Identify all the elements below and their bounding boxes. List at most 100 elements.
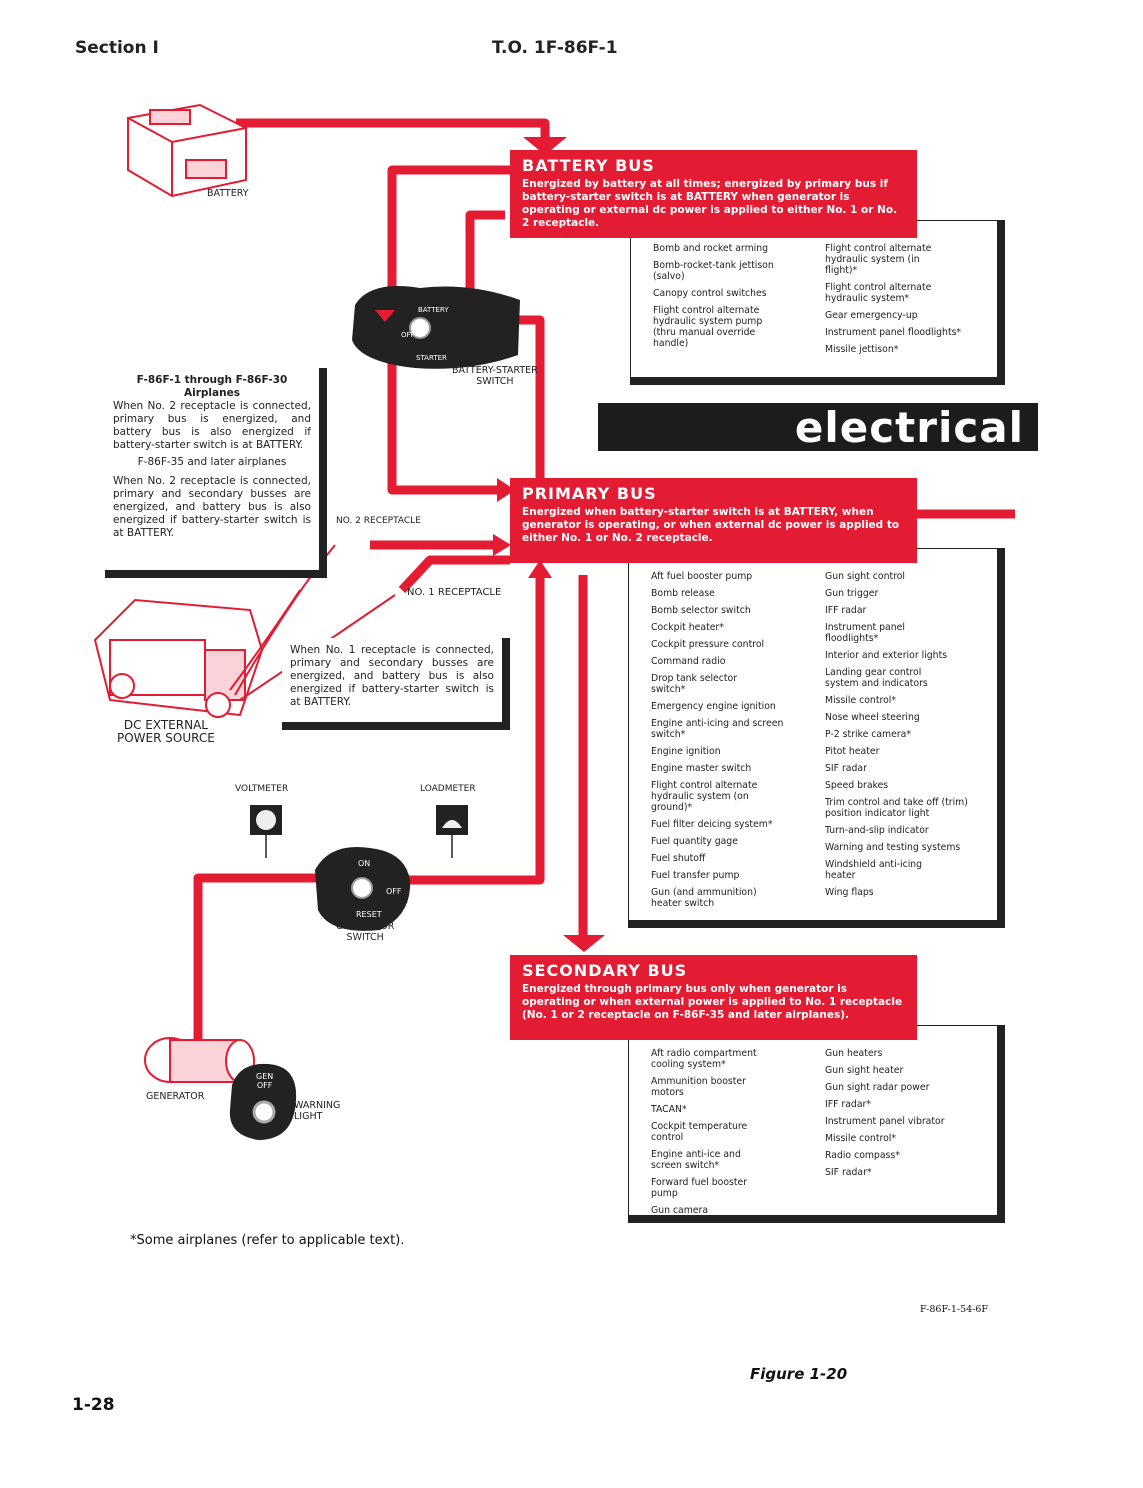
list-item: IFF radar <box>825 605 867 616</box>
list-item: Gun (and ammunition) heater switch <box>651 887 757 909</box>
list-item: Bomb-rocket-tank jettison (salvo) <box>653 260 774 282</box>
list-item: Ammunition booster motors <box>651 1076 746 1098</box>
loadmeter-label: LOADMETER <box>420 784 476 794</box>
list-item: Cockpit temperature control <box>651 1121 748 1143</box>
generator-wire <box>193 873 320 1045</box>
arrow-battery-bus <box>523 137 567 155</box>
no1-receptacle-label: NO. 1 RECEPTACLE <box>407 587 502 598</box>
list-item: Emergency engine ignition <box>651 701 776 712</box>
list-item: Pitot heater <box>825 746 880 757</box>
list-item: Gun heaters <box>825 1048 883 1059</box>
secondary-bus-description: Energized through primary bus only when … <box>522 983 903 1021</box>
list-item: Gun trigger <box>825 588 879 599</box>
list-item: Wing flaps <box>825 887 874 898</box>
list-item: Flight control alternate hydraulic syste… <box>653 305 763 349</box>
list-item: Turn-and-slip indicator <box>825 825 929 836</box>
battery-bus-box: BATTERY BUS Energized by battery at all … <box>510 150 917 238</box>
list-item: Flight control alternate hydraulic syste… <box>651 780 758 813</box>
list-item: Bomb and rocket arming <box>653 243 769 254</box>
list-item: Gun camera <box>651 1205 709 1216</box>
gs-on-label: ON <box>358 859 371 868</box>
note-heading-late: F-86F-35 and later airplanes <box>137 456 287 468</box>
electrical-banner-text: electrical <box>794 403 1024 452</box>
list-item: SIF radar <box>825 763 867 774</box>
battery-icon <box>127 103 247 198</box>
list-item: Cockpit heater* <box>651 622 724 633</box>
battery-starter-switch-icon <box>352 286 520 369</box>
bs-battery-label: BATTERY <box>418 306 449 314</box>
secondary-bus-title: SECONDARY BUS <box>522 961 688 980</box>
voltmeter-icon <box>250 805 282 858</box>
list-item: Gun sight heater <box>825 1065 904 1076</box>
figure-code: F-86F-1-54-6F <box>920 1304 989 1315</box>
list-item: Fuel quantity gage <box>651 836 738 847</box>
arrow-primary-top <box>497 478 515 502</box>
list-item: Trim control and take off (trim) positio… <box>825 797 968 819</box>
list-item: Engine master switch <box>651 763 752 774</box>
battery-bus-title: BATTERY BUS <box>522 156 655 175</box>
secondary-bus-left-col: Aft radio compartment cooling system* Amm… <box>651 1048 811 1222</box>
dc-external-label: DC EXTERNAL POWER SOURCE <box>117 718 215 745</box>
battery-label: BATTERY <box>207 188 249 199</box>
note-heading-early: F-86F-1 through F-86F-30 Airplanes <box>136 374 288 399</box>
list-item: Flight control alternate hydraulic syste… <box>825 282 932 304</box>
list-item: Fuel filter deicing system* <box>651 819 773 830</box>
list-item: Missile jettison* <box>825 344 899 355</box>
battery-bus-description: Energized by battery at all times; energ… <box>522 178 898 229</box>
section-label: Section I <box>75 38 159 58</box>
list-item: TACAN* <box>651 1104 687 1115</box>
battery-feed-wire <box>236 118 550 140</box>
battery-starter-switch-label: BATTERY-STARTER SWITCH <box>452 365 538 387</box>
no1-receptacle-wire <box>398 555 510 594</box>
secondary-bus-list: Aft radio compartment cooling system* Amm… <box>628 1025 1005 1223</box>
list-item: Flight control alternate hydraulic syste… <box>825 243 932 276</box>
list-item: Cockpit pressure control <box>651 639 765 650</box>
no1-receptacle-note: When No. 1 receptacle is connected, prim… <box>282 638 510 730</box>
page-number: 1-28 <box>72 1395 115 1415</box>
list-item: Windshield anti-icing heater <box>825 859 923 881</box>
gen-off-label: GEN OFF <box>256 1072 274 1090</box>
loadmeter-icon <box>436 805 468 858</box>
arrow-secondary <box>563 935 605 952</box>
list-item: Engine anti-icing and screen switch* <box>651 718 784 740</box>
switch-upper-wire <box>465 210 505 300</box>
dc-external-power-icon <box>93 544 396 718</box>
gs-off-label: OFF <box>386 887 402 896</box>
note-text-early: When No. 2 receptacle is connected, prim… <box>113 400 311 451</box>
list-item: Missile control* <box>825 695 897 706</box>
list-item: Bomb selector switch <box>651 605 751 616</box>
list-item: Gun sight radar power <box>825 1082 930 1093</box>
voltmeter-label: VOLTMETER <box>235 784 289 794</box>
generator-switch-label: GENERATOR SWITCH <box>336 921 395 943</box>
list-item: Aft radio compartment cooling system* <box>651 1048 757 1070</box>
list-item: Drop tank selector switch* <box>651 673 738 695</box>
arrow-primary-up <box>528 560 552 578</box>
list-item: Engine anti-ice and screen switch* <box>651 1149 741 1171</box>
note-text-late: When No. 2 receptacle is connected, prim… <box>113 475 311 539</box>
list-item: Landing gear control system and indicato… <box>825 667 928 689</box>
gs-reset-label: RESET <box>356 910 382 919</box>
list-item: Command radio <box>651 656 726 667</box>
footnote: *Some airplanes (refer to applicable tex… <box>130 1233 405 1248</box>
figure-caption: Figure 1-20 <box>750 1365 848 1383</box>
list-item: Missile control* <box>825 1133 897 1144</box>
to-number: T.O. 1F-86F-1 <box>492 38 618 58</box>
list-item: SIF radar* <box>825 1167 872 1178</box>
list-item: Forward fuel booster pump <box>651 1177 748 1199</box>
list-item: Engine ignition <box>651 746 721 757</box>
no2-receptacle-label: NO. 2 RECEPTACLE <box>336 516 421 526</box>
bs-off-label: OFF <box>401 331 415 339</box>
primary-bus-box: PRIMARY BUS Energized when battery-start… <box>510 478 917 563</box>
arrow-primary-mid <box>493 534 511 556</box>
list-item: Speed brakes <box>825 780 889 791</box>
list-item: Warning and testing systems <box>825 842 961 853</box>
list-item: IFF radar* <box>825 1099 871 1110</box>
list-item: P-2 strike camera* <box>825 729 912 740</box>
secondary-bus-box: SECONDARY BUS Energized through primary … <box>510 955 917 1040</box>
list-item: Gun sight control <box>825 571 905 582</box>
bs-starter-label: STARTER <box>416 354 447 362</box>
